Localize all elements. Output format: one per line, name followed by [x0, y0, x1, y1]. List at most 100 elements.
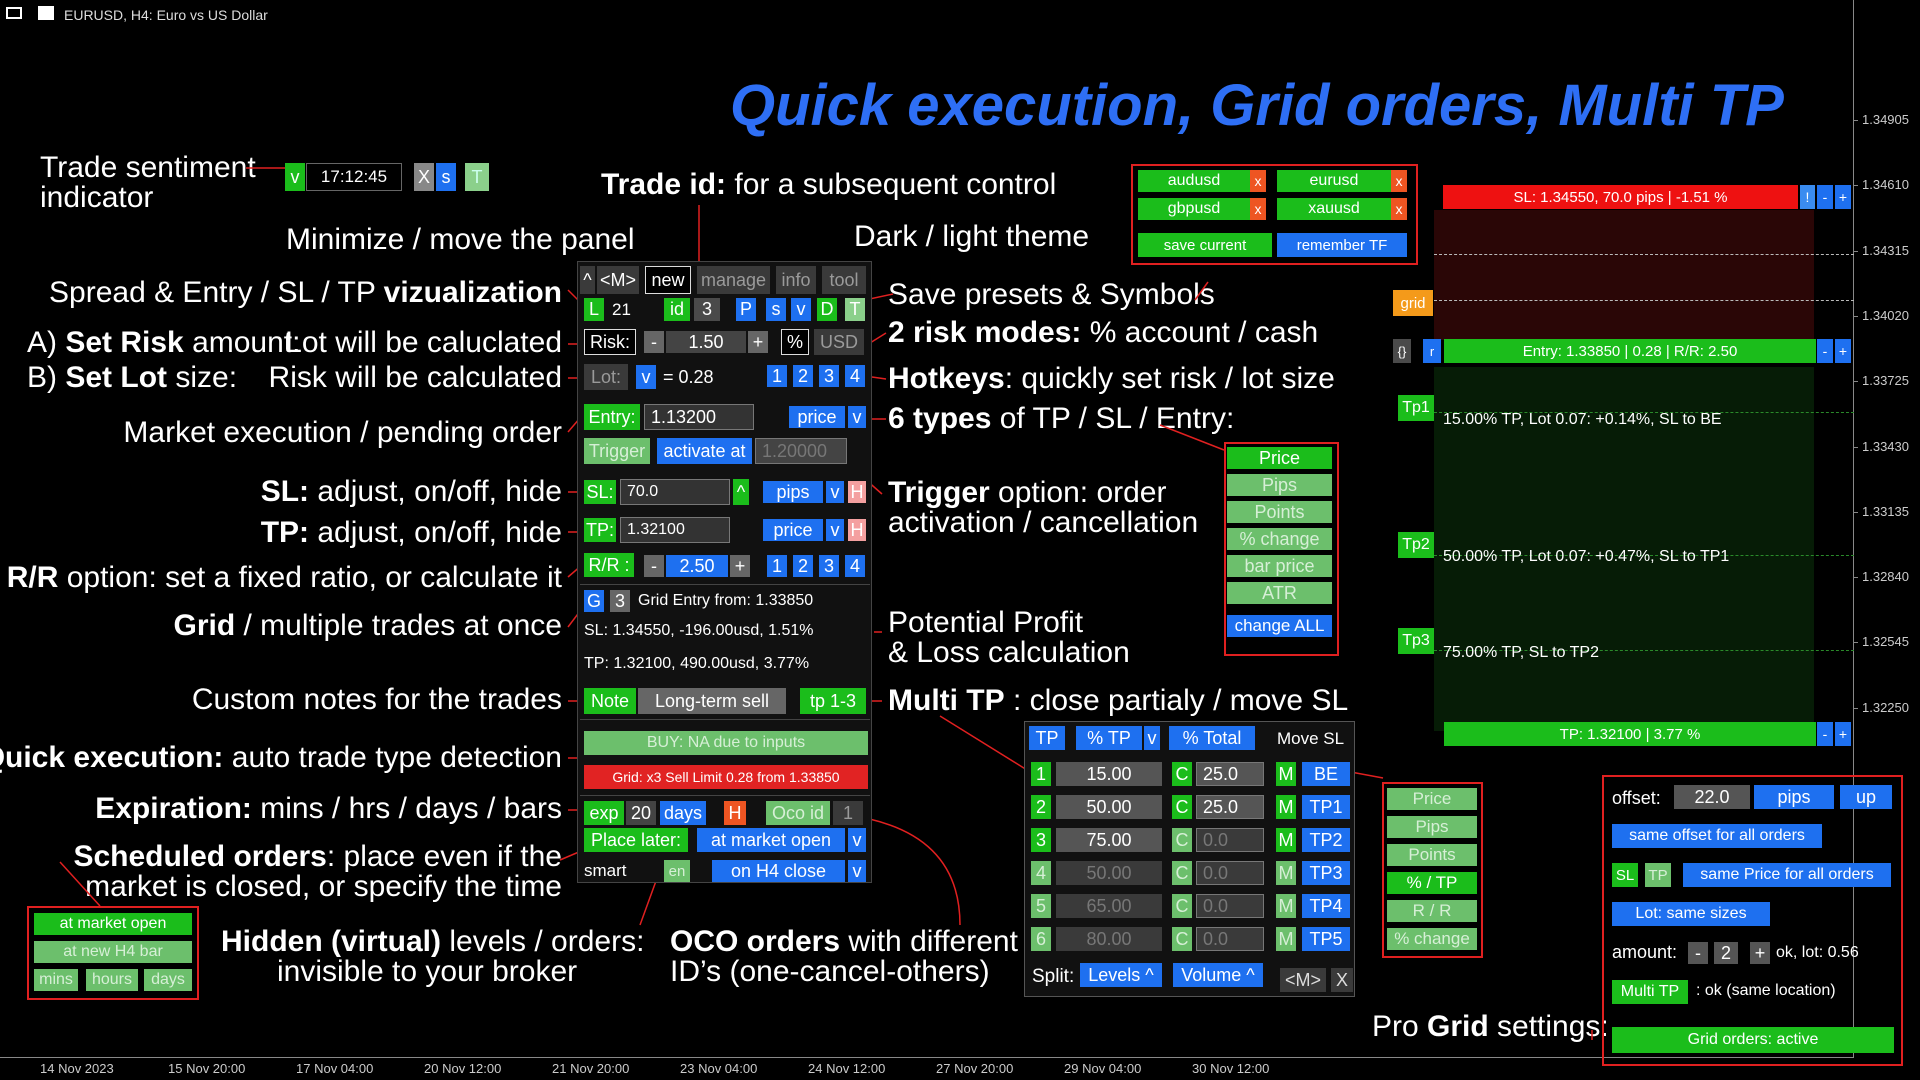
- grid-orders-active-button[interactable]: Grid orders: active: [1612, 1027, 1894, 1053]
- expiration-hide-button[interactable]: H: [724, 801, 746, 825]
- sentiment-x-button[interactable]: X: [414, 163, 434, 191]
- mtp-row-percent[interactable]: 25.0: [1196, 762, 1264, 786]
- same-price-button[interactable]: same Price for all orders: [1683, 863, 1891, 887]
- presets-button[interactable]: P: [736, 298, 756, 321]
- mtp-row-percent[interactable]: 0.0: [1196, 927, 1264, 951]
- expiration-unit-select[interactable]: days: [660, 801, 706, 825]
- tp-type-option[interactable]: Points: [1387, 844, 1477, 866]
- mtp-row-move-toggle[interactable]: M: [1276, 927, 1296, 951]
- risk-percent-button[interactable]: %: [781, 329, 809, 355]
- hotkey-4[interactable]: 4: [845, 365, 865, 387]
- tp-type-dropdown[interactable]: v: [826, 519, 844, 541]
- schedule-hours[interactable]: hours: [86, 969, 138, 991]
- note-tp-button[interactable]: tp 1-3: [800, 688, 866, 714]
- tab-info[interactable]: info: [776, 266, 816, 294]
- offset-up-button[interactable]: up: [1840, 785, 1892, 809]
- entry-plus-button[interactable]: +: [1835, 339, 1851, 363]
- sl-up-button[interactable]: ^: [733, 479, 749, 505]
- smart-enable-button[interactable]: en: [664, 860, 690, 882]
- mtp-tp-button[interactable]: TP: [1029, 726, 1065, 750]
- sl-type-select[interactable]: pips: [763, 481, 823, 503]
- mtp-row-close-toggle[interactable]: C: [1172, 927, 1192, 951]
- same-offset-button[interactable]: same offset for all orders: [1612, 824, 1822, 848]
- mtp-pct-tp-select[interactable]: % TP: [1076, 726, 1142, 750]
- sl-hide-button[interactable]: H: [848, 481, 866, 503]
- window-menu-icon[interactable]: [6, 7, 22, 19]
- mtp-row-sl-target[interactable]: BE: [1302, 762, 1350, 786]
- entry-r-button[interactable]: r: [1423, 339, 1441, 363]
- sl-level-label[interactable]: SL: 1.34550, 70.0 pips | -1.51 %: [1443, 185, 1798, 209]
- symbol-eurusd-remove[interactable]: x: [1391, 170, 1407, 192]
- trade-id-button[interactable]: id: [664, 298, 690, 321]
- smart-dropdown[interactable]: v: [848, 860, 866, 882]
- mtp-row-value[interactable]: 15.00: [1056, 762, 1162, 786]
- save-current-button[interactable]: save current: [1138, 233, 1272, 257]
- tab-tool[interactable]: tool: [822, 266, 866, 294]
- rr-plus-button[interactable]: +: [730, 555, 750, 577]
- entry-brackets-button[interactable]: {}: [1393, 339, 1411, 363]
- remember-tf-button[interactable]: remember TF: [1277, 233, 1407, 257]
- mtp-row-value[interactable]: 80.00: [1056, 927, 1162, 951]
- mtp-row-move-toggle[interactable]: M: [1276, 861, 1296, 885]
- mtp-row-number[interactable]: 1: [1031, 762, 1051, 786]
- oco-toggle[interactable]: Oco id: [766, 801, 830, 825]
- sl-input[interactable]: 70.0: [620, 479, 730, 505]
- long-button[interactable]: L: [584, 298, 604, 321]
- pg-multi-tp-button[interactable]: Multi TP: [1612, 980, 1688, 1004]
- sentiment-s-button[interactable]: s: [436, 163, 456, 191]
- symbol-audusd-remove[interactable]: x: [1250, 170, 1266, 192]
- mtp-split-levels[interactable]: Levels ^: [1080, 963, 1162, 987]
- mtp-row-value[interactable]: 50.00: [1056, 861, 1162, 885]
- type-percent-change[interactable]: % change: [1227, 528, 1332, 550]
- type-atr[interactable]: ATR: [1227, 582, 1332, 604]
- mtp-pct-tp-dropdown[interactable]: v: [1144, 726, 1160, 750]
- hotkey-2[interactable]: 2: [793, 365, 813, 387]
- mtp-row-sl-target[interactable]: TP5: [1302, 927, 1350, 951]
- rr-toggle[interactable]: R/R :: [584, 553, 634, 577]
- buy-button[interactable]: BUY: NA due to inputs: [584, 731, 868, 755]
- hotkey-1[interactable]: 1: [767, 365, 787, 387]
- amount-value[interactable]: 2: [1714, 942, 1738, 964]
- mtp-move-button[interactable]: <M>: [1280, 968, 1326, 992]
- schedule-days[interactable]: days: [144, 969, 192, 991]
- type-bar-price[interactable]: bar price: [1227, 555, 1332, 577]
- risk-value[interactable]: 1.50: [666, 331, 746, 353]
- mtp-row-value[interactable]: 65.00: [1056, 894, 1162, 918]
- schedule-mins[interactable]: mins: [34, 969, 78, 991]
- pg-tp-button[interactable]: TP: [1645, 863, 1671, 887]
- mtp-row-move-toggle[interactable]: M: [1276, 762, 1296, 786]
- rr-hotkey-4[interactable]: 4: [845, 555, 865, 577]
- entry-type-select[interactable]: price: [789, 406, 845, 428]
- mtp-row-close-toggle[interactable]: C: [1172, 861, 1192, 885]
- risk-plus-button[interactable]: +: [748, 331, 768, 353]
- entry-input[interactable]: 1.13200: [644, 404, 754, 430]
- tp-level-tag[interactable]: Tp2: [1398, 532, 1434, 558]
- tp-level-tag[interactable]: Tp1: [1398, 395, 1434, 421]
- tp-type-option[interactable]: Pips: [1387, 816, 1477, 838]
- mtp-row-percent[interactable]: 0.0: [1196, 894, 1264, 918]
- place-later-select[interactable]: at market open: [697, 828, 845, 852]
- grid-button[interactable]: G: [584, 590, 604, 612]
- mtp-row-value[interactable]: 75.00: [1056, 828, 1162, 852]
- mtp-row-percent[interactable]: 25.0: [1196, 795, 1264, 819]
- type-change-all[interactable]: change ALL: [1227, 615, 1332, 637]
- panel-move-button[interactable]: <M>: [597, 266, 639, 294]
- symbol-xauusd-remove[interactable]: x: [1391, 198, 1407, 220]
- dark-theme-button[interactable]: D: [817, 298, 837, 321]
- mtp-row-number[interactable]: 2: [1031, 795, 1051, 819]
- sl-alert-button[interactable]: !: [1800, 185, 1815, 209]
- entry-toggle[interactable]: Entry:: [584, 404, 640, 430]
- schedule-at-new-bar[interactable]: at new H4 bar: [34, 941, 192, 963]
- symbol-eurusd[interactable]: eurusd: [1277, 170, 1391, 192]
- rr-minus-button[interactable]: -: [644, 555, 664, 577]
- trigger-input[interactable]: 1.20000: [755, 438, 847, 464]
- sentiment-toggle-button[interactable]: T: [845, 298, 865, 321]
- visualize-button[interactable]: v: [791, 298, 811, 321]
- mtp-row-value[interactable]: 50.00: [1056, 795, 1162, 819]
- tp-input[interactable]: 1.32100: [620, 517, 730, 543]
- mtp-row-sl-target[interactable]: TP1: [1302, 795, 1350, 819]
- mtp-row-percent[interactable]: 0.0: [1196, 828, 1264, 852]
- trade-id-value[interactable]: 3: [694, 298, 720, 321]
- risk-usd-button[interactable]: USD: [814, 329, 864, 355]
- amount-minus-button[interactable]: -: [1688, 942, 1708, 964]
